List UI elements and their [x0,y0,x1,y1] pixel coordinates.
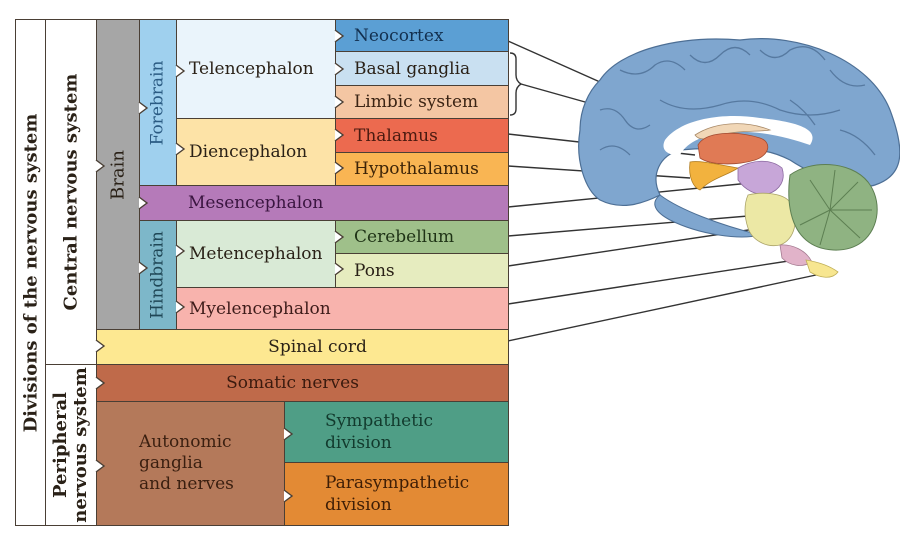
autonomic-label-line2: ganglia [139,453,203,473]
mesencephalon-cell: Mesencephalon [139,185,509,221]
pns-label-line2: nervous system [70,367,91,523]
basal-ganglia-cell: Basal ganglia [335,51,509,86]
cerebellum-label: Cerebellum [354,227,455,247]
hindbrain-cell: Hindbrain [139,220,177,330]
telencephalon-label: Telencephalon [189,59,314,79]
parasympathetic-label-line2: division [325,495,392,515]
autonomic-cell: Autonomic ganglia and nerves [96,401,285,526]
limbic-system-label: Limbic system [354,92,479,112]
leader-spinal-cord [507,271,831,342]
hypothalamus-cell: Hypothalamus [335,152,509,186]
parasympathetic-division-cell: Parasympathetic division [284,462,509,526]
neocortex-cell: Neocortex [335,19,509,52]
leader-pons [507,228,756,267]
divisions-title: Divisions of the nervous system [20,113,41,432]
thalamus-cell: Thalamus [335,118,509,153]
sympathetic-label: Sympathetic division [325,410,433,454]
midbrain-shape [737,160,784,195]
thalamus-label: Thalamus [354,125,438,146]
cns-label: Central nervous system [60,73,82,311]
forebrain-label: Forebrain [147,60,168,145]
divisions-title-cell: Divisions of the nervous system [15,19,46,526]
hypothalamus-label: Hypothalamus [354,159,479,179]
leader-neocortex [507,40,601,83]
spinal-cord-cell: Spinal cord [96,329,509,365]
metencephalon-cell: Metencephalon [176,220,336,288]
sympathetic-division-cell: Sympathetic division [284,401,509,463]
thalamus-shape [697,132,769,165]
somatic-nerves-cell: Somatic nerves [96,364,509,402]
pons-label: Pons [354,260,395,281]
metencephalon-label: Metencephalon [189,244,323,264]
leader-bracket-basal-limbic [509,52,523,116]
hindbrain-label: Hindbrain [147,231,168,319]
autonomic-label: Autonomic ganglia and nerves [139,432,234,495]
pns-label-line1: Peripheral [50,392,71,498]
myelencephalon-label: Myelencephalon [189,298,331,319]
diencephalon-label: Diencephalon [189,142,308,162]
mesencephalon-label: Mesencephalon [188,193,324,213]
somatic-nerves-label: Somatic nerves [226,373,359,393]
brain-sagittal-illustration [578,38,900,278]
parasympathetic-label: Parasympathetic division [325,472,469,516]
parasympathetic-label-line1: Parasympathetic [325,473,470,493]
brain-label: Brain [107,149,129,200]
pons-shape [744,192,796,247]
spinal-cord-shape [805,259,839,278]
telencephalon-cell: Telencephalon [176,19,336,119]
pns-label: Peripheral nervous system [50,367,91,523]
brain-cell: Brain [96,19,140,330]
cerebellum-shape [788,164,878,251]
spinal-cord-label: Spinal cord [268,337,367,357]
neocortex-label: Neocortex [354,25,444,46]
diencephalon-cell: Diencephalon [176,118,336,186]
leader-myelencephalon [507,259,796,305]
ventricle-shape [663,116,813,156]
limbic-system-cell: Limbic system [335,85,509,119]
autonomic-label-line1: Autonomic [139,432,232,452]
pons-cell: Pons [335,253,509,288]
cns-cell: Central nervous system [45,19,97,365]
basal-ganglia-label: Basal ganglia [354,58,471,79]
sympathetic-label-line1: Sympathetic [325,411,434,431]
pns-cell: Peripheral nervous system [45,364,97,526]
cerebellum-cell: Cerebellum [335,220,509,254]
autonomic-label-line3: and nerves [139,474,234,494]
sympathetic-label-line2: division [325,433,392,453]
myelencephalon-cell: Myelencephalon [176,287,509,330]
forebrain-cell: Forebrain [139,19,177,186]
hypothalamus-shape [689,161,740,191]
